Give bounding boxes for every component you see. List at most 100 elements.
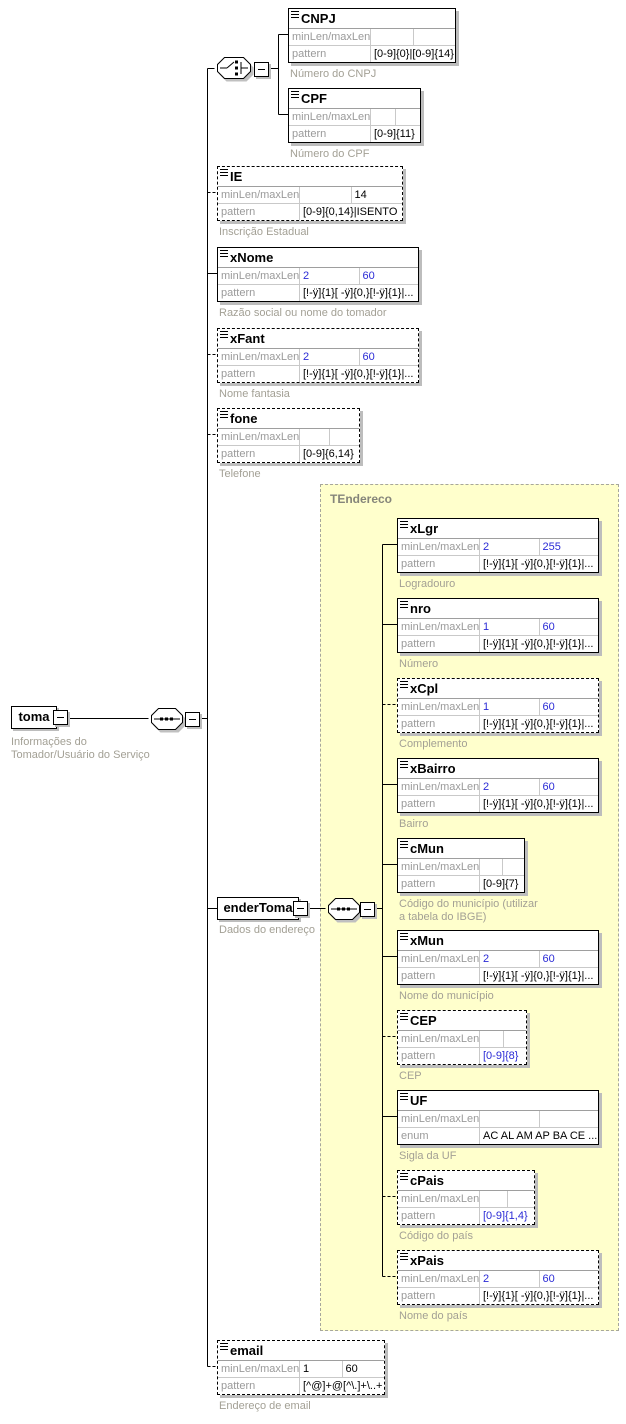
facet-pattern-value: [!-ÿ]{1}[ -ÿ]{0,}[!-ÿ]{1}|... <box>483 1290 594 1302</box>
element-annotation-CNPJ: Número do CNPJ <box>290 68 377 80</box>
facet-pattern-value: [0-9]{11} <box>374 128 415 140</box>
sequence-collapse-button[interactable] <box>185 712 200 727</box>
element-title: toma <box>18 709 50 724</box>
facet-minlen-value: 1 <box>480 699 540 715</box>
facet-maxlen-value: 60 <box>542 781 555 793</box>
element-title: cPais <box>410 1173 444 1188</box>
element-title: xNome <box>230 250 274 265</box>
element-annotation-xFant: Nome fantasia <box>219 388 290 400</box>
element-annotation-xCpl: Complemento <box>399 738 468 750</box>
facet-label-minmax: minLen/maxLen <box>398 951 480 967</box>
facet-pattern-value: [0-9]{7} <box>483 878 519 890</box>
element-annotation-UF: Sigla da UF <box>399 1150 457 1162</box>
facet-maxlen-value <box>504 1031 527 1047</box>
facet-label-pattern: pattern <box>398 796 480 812</box>
facet-label-minmax: minLen/maxLen <box>398 619 480 635</box>
facet-label-pattern: pattern <box>218 1378 300 1394</box>
choice-icon[interactable] <box>214 55 254 90</box>
facet-minlen-value <box>371 109 396 125</box>
facet-label-minmax: minLen/maxLen <box>398 859 480 875</box>
element-title: xCpl <box>410 681 439 696</box>
element-annotation-email: Endereço de email <box>219 1400 311 1412</box>
facet-label-pattern: pattern <box>398 636 480 652</box>
sequence-icon[interactable] <box>148 706 186 739</box>
element-title: IE <box>230 169 243 184</box>
facet-maxlen-value: 14 <box>354 189 367 201</box>
element-annotation-nro: Número <box>399 658 439 670</box>
facet-minlen-value <box>480 859 503 875</box>
facet-minlen-value: 2 <box>300 349 360 365</box>
facet-label-pattern: pattern <box>398 556 480 572</box>
facet-pattern-value: [0-9]{0,14}|ISENTO <box>303 206 398 218</box>
toma-collapse-button[interactable] <box>53 710 68 725</box>
facet-label-minmax: minLen/maxLen <box>398 699 480 715</box>
facet-label-pattern: pattern <box>289 126 371 142</box>
element-title: xLgr <box>410 521 439 536</box>
facet-minlen-value: 2 <box>480 1271 540 1287</box>
facet-label-minmax: minLen/maxLen <box>218 429 300 445</box>
facet-pattern-value: [0-9]{6,14} <box>303 448 354 460</box>
element-annotation-CEP: CEP <box>399 1070 422 1082</box>
text-content-icon <box>220 411 228 418</box>
facet-label-minmax: minLen/maxLen <box>398 1191 480 1207</box>
text-content-icon <box>400 1013 408 1020</box>
text-content-icon <box>400 841 408 848</box>
facet-pattern-value: [0-9]{0}|[0-9]{14} <box>374 48 454 60</box>
facet-maxlen-value <box>330 429 359 445</box>
facet-label-pattern: pattern <box>398 876 480 892</box>
facet-maxlen-value: 60 <box>542 701 555 713</box>
facet-maxlen-value <box>540 1111 599 1127</box>
schema-element-toma[interactable]: toma <box>11 706 57 729</box>
facet-label-pattern: pattern <box>398 968 480 984</box>
facet-label-pattern: pattern <box>398 1288 480 1304</box>
element-title: CNPJ <box>301 11 336 26</box>
facet-minlen-value: 2 <box>300 268 360 284</box>
element-title: fone <box>230 411 258 426</box>
element-title: xFant <box>230 331 265 346</box>
element-annotation-CPF: Número do CPF <box>290 148 370 160</box>
choice-collapse-button[interactable] <box>254 62 269 77</box>
facet-label-minmax: minLen/maxLen <box>398 1111 480 1127</box>
facet-pattern-value: [0-9]{1,4} <box>483 1210 528 1222</box>
facet-label-pattern: pattern <box>398 1208 480 1224</box>
facet-maxlen-value: 60 <box>542 953 555 965</box>
facet-pattern-value: [!-ÿ]{1}[ -ÿ]{0,}[!-ÿ]{1}|... <box>483 970 594 982</box>
facet-pattern-value: [!-ÿ]{1}[ -ÿ]{0,}[!-ÿ]{1}|... <box>483 558 594 570</box>
toma-annotation: Informações do Tomador/Usuário do Serviç… <box>11 736 150 761</box>
sequence-icon[interactable] <box>325 896 363 929</box>
facet-label-pattern: pattern <box>218 204 300 220</box>
text-content-icon <box>400 681 408 688</box>
facet-label-pattern: pattern <box>398 1048 480 1064</box>
facet-minlen-value: 1 <box>300 1361 343 1377</box>
element-title: email <box>230 1343 264 1358</box>
schema-element-enderToma[interactable]: enderToma <box>217 897 299 920</box>
facet-label-pattern: pattern <box>398 716 480 732</box>
sequence-collapse-button[interactable] <box>360 902 375 917</box>
element-title: nro <box>410 601 431 616</box>
enderToma-collapse-button[interactable] <box>293 901 308 916</box>
element-annotation-IE: Inscrição Estadual <box>219 226 309 238</box>
text-content-icon <box>400 601 408 608</box>
facet-maxlen-value: 60 <box>542 621 555 633</box>
tendereco-region-label: TEndereco <box>330 492 393 506</box>
element-annotation-xMun: Nome do município <box>399 990 494 1002</box>
facet-label-minmax: minLen/maxLen <box>218 268 300 284</box>
